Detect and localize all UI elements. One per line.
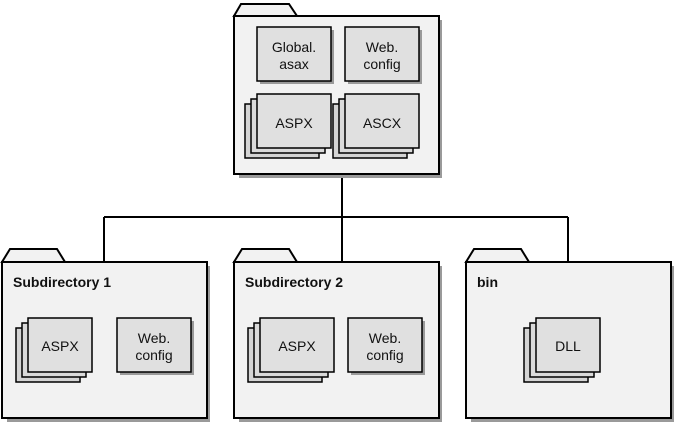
subdirectory-1-web-config-file: Web. config — [116, 317, 194, 375]
subdirectory-2-web-config-file: Web. config — [347, 317, 425, 375]
bin-dll-stack: DLL — [523, 317, 601, 383]
bin-folder-tab — [464, 248, 531, 263]
subdirectory-2-web-config-line2: config — [366, 347, 403, 363]
subdirectory-2-aspx-label: ASPX — [278, 338, 316, 354]
root-aspx-label: ASPX — [275, 115, 313, 131]
root-ascx-stack: ASCX — [332, 93, 420, 159]
root-web-config-label-line1: Web. — [366, 39, 398, 55]
subdirectory-2-web-config-line1: Web. — [369, 330, 401, 346]
global-asax-file: Global. asax — [256, 26, 334, 84]
subdirectory-2-folder: Subdirectory 2 ASPX Web. config — [232, 248, 442, 422]
root-folder: Global. asax Web. config ASPX ASCX — [232, 3, 442, 178]
connectors — [103, 174, 569, 262]
bin-folder-title: bin — [477, 274, 498, 290]
subdirectory-1-folder: Subdirectory 1 ASPX Web. config — [0, 248, 210, 422]
root-web-config-file: Web. config — [344, 26, 422, 84]
subdirectory-1-aspx-stack: ASPX — [15, 317, 93, 383]
bin-dll-label: DLL — [555, 338, 581, 354]
subdirectory-1-web-config-line2: config — [135, 347, 172, 363]
root-ascx-label: ASCX — [363, 115, 402, 131]
subdirectory-1-title: Subdirectory 1 — [13, 274, 111, 290]
subdirectory-2-aspx-stack: ASPX — [247, 317, 335, 383]
global-asax-label-line2: asax — [279, 56, 309, 72]
root-folder-tab — [232, 3, 299, 17]
subdirectory-2-title: Subdirectory 2 — [245, 274, 343, 290]
root-aspx-stack: ASPX — [244, 93, 332, 159]
subdirectory-2-tab — [232, 248, 299, 263]
subdirectory-1-tab — [0, 248, 67, 263]
subdirectory-1-aspx-label: ASPX — [41, 338, 79, 354]
subdirectory-1-web-config-line1: Web. — [138, 330, 170, 346]
root-web-config-label-line2: config — [363, 56, 400, 72]
global-asax-label-line1: Global. — [272, 39, 316, 55]
bin-folder: bin DLL — [464, 248, 674, 422]
